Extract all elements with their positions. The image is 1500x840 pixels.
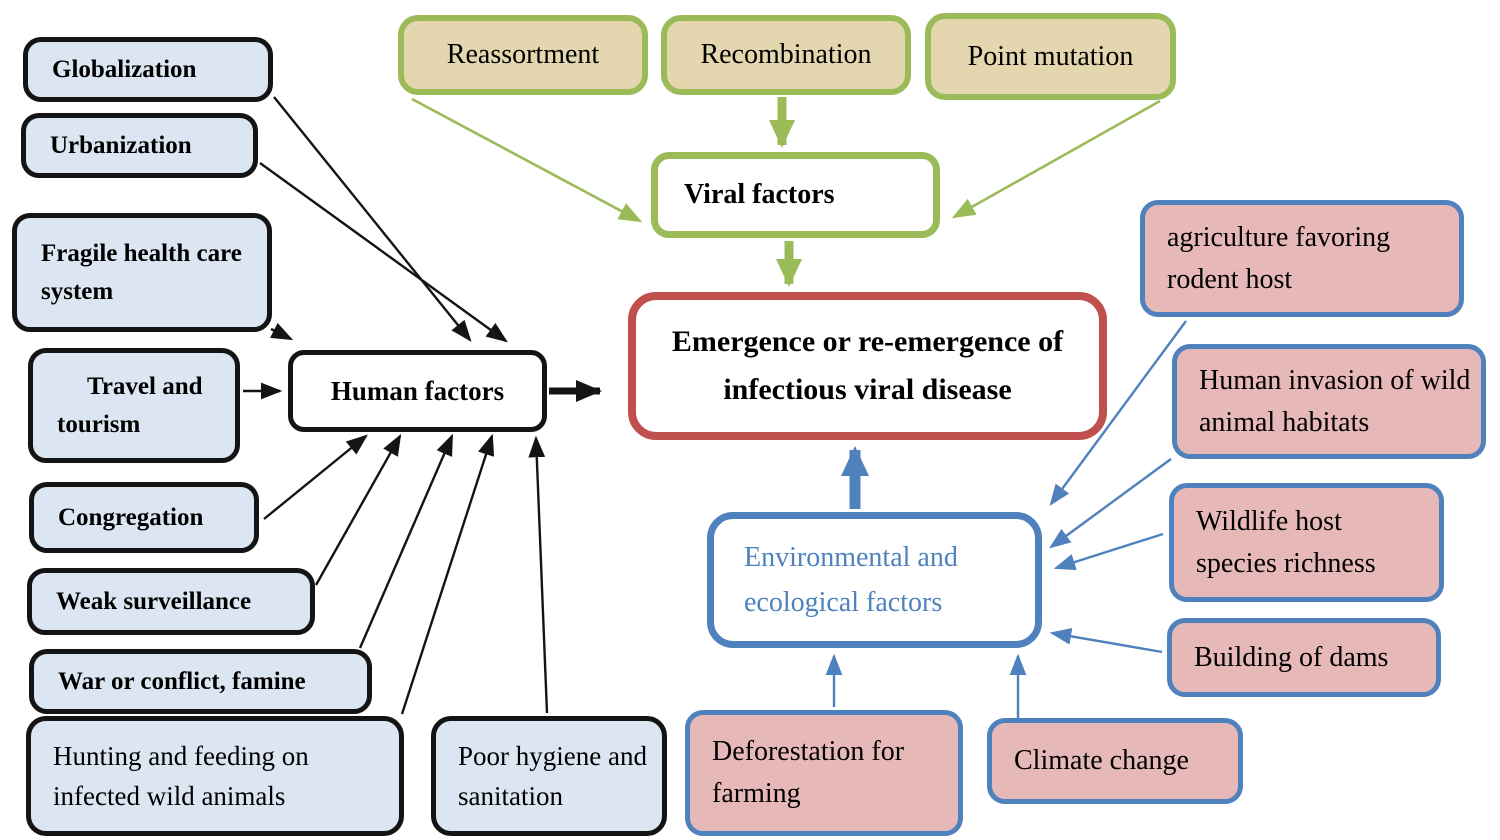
arrow-urbanization-to-human-factors	[259, 162, 508, 343]
node-weak-surveillance: Weak surveillance	[27, 568, 315, 635]
node-fragile-health-care-system: Fragile health care system	[12, 213, 272, 332]
arrow-human-invasion-to-environmental	[1049, 458, 1172, 549]
node-urbanization: Urbanization	[21, 113, 258, 178]
arrow-poor-hygiene-to-human-factors	[528, 435, 549, 714]
arrow-point-mutation-to-viral-factors	[951, 99, 1161, 219]
arrow-congregation-to-human-factors	[263, 434, 368, 520]
node-agriculture-favoring-rodent-host: agriculture favoring rodent host	[1140, 200, 1464, 317]
node-reassortment: Reassortment	[398, 15, 648, 95]
arrow-wildlife-host-to-environmental	[1053, 532, 1164, 571]
node-travel-and-tourism: Travel and tourism	[28, 348, 240, 463]
node-congregation: Congregation	[29, 482, 259, 553]
node-viral-factors: Viral factors	[651, 152, 940, 238]
node-point-mutation: Point mutation	[925, 13, 1176, 100]
node-poor-hygiene-and-sanitation: Poor hygiene and sanitation	[431, 716, 667, 836]
node-deforestation-for-farming: Deforestation for farming	[685, 710, 963, 836]
arrow-fragile-health-to-human-factors	[270, 322, 294, 341]
node-wildlife-host-species-richness: Wildlife host species richness	[1169, 483, 1444, 602]
node-hunting-and-feeding: Hunting and feeding on infected wild ani…	[26, 716, 404, 836]
arrow-reassortment-to-viral-factors	[411, 97, 643, 223]
node-building-of-dams: Building of dams	[1167, 618, 1441, 697]
node-emergence-outcome: Emergence or re-emergence of infectious …	[628, 292, 1107, 440]
arrow-building-dams-to-environmental	[1049, 627, 1163, 654]
arrow-agriculture-to-environmental	[1049, 320, 1187, 506]
arrow-hunting-to-human-factors	[400, 433, 495, 715]
arrow-war-conflict-to-human-factors	[358, 433, 454, 649]
node-globalization: Globalization	[23, 37, 273, 102]
node-environmental-ecological-factors: Environmental and ecological factors	[707, 512, 1042, 648]
arrow-weak-surveillance-to-human-factors	[314, 433, 402, 586]
node-human-factors: Human factors	[288, 350, 547, 432]
node-climate-change: Climate change	[987, 718, 1243, 804]
arrow-globalization-to-human-factors	[273, 96, 472, 342]
node-recombination: Recombination	[661, 15, 911, 95]
node-war-or-conflict-famine: War or conflict, famine	[29, 649, 372, 714]
node-human-invasion-of-habitats: Human invasion of wild animal habitats	[1172, 344, 1486, 459]
